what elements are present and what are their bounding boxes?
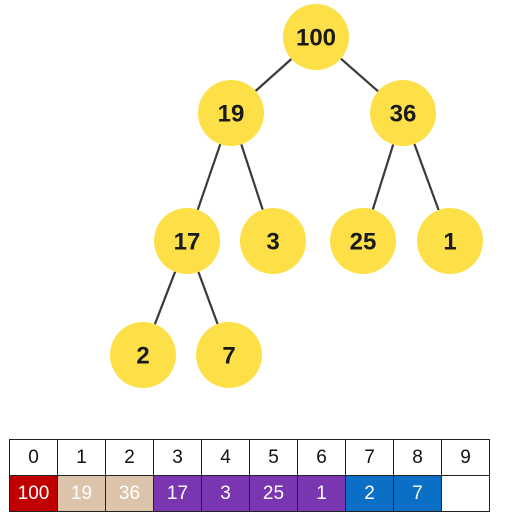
tree-edge-n0-n2 <box>340 57 379 93</box>
tree-node-label: 3 <box>266 229 279 256</box>
tree-node-label: 100 <box>296 25 336 52</box>
tree-node-circle <box>154 208 220 274</box>
array-value-cell: 100 <box>9 475 58 512</box>
array-index-cell: 9 <box>441 439 490 476</box>
array-index-cell: 6 <box>297 439 346 476</box>
tree-node-circle <box>198 80 264 146</box>
tree-node-circle <box>417 208 483 274</box>
array-index-cell: 2 <box>105 439 154 476</box>
tree-nodes: 100 19 36 17 3 25 1 2 7 <box>110 4 483 388</box>
tree-node-label: 2 <box>136 343 149 370</box>
tree-edge-n3-n8 <box>197 271 219 325</box>
array-value-cell: 25 <box>249 475 298 512</box>
array-value-cell: 36 <box>105 475 154 512</box>
tree-node: 3 <box>240 208 306 274</box>
array-index-cell: 3 <box>153 439 202 476</box>
tree-node: 7 <box>196 322 262 388</box>
array-value-cell: 19 <box>57 475 106 512</box>
tree-node: 25 <box>330 208 396 274</box>
tree-node-label: 36 <box>390 101 417 128</box>
tree-node-circle <box>110 322 176 388</box>
array-index-cell: 0 <box>9 439 58 476</box>
tree-node-label: 25 <box>350 229 377 256</box>
tree-node-label: 19 <box>218 101 245 128</box>
tree-node-circle <box>240 208 306 274</box>
tree-edge-n2-n6 <box>413 143 440 211</box>
tree-node: 19 <box>198 80 264 146</box>
tree-edge-n3-n7 <box>153 271 177 325</box>
tree-edge-n0-n1 <box>254 58 293 92</box>
tree-edge-n1-n4 <box>240 144 264 210</box>
array-value-cell: 3 <box>201 475 250 512</box>
tree-node-label: 7 <box>222 343 235 370</box>
tree-node-circle <box>283 4 349 70</box>
array-value-cell: 1 <box>297 475 346 512</box>
array-value-cell: 2 <box>345 475 394 512</box>
array-value-cell <box>441 475 490 512</box>
tree-node-circle <box>330 208 396 274</box>
tree-node: 2 <box>110 322 176 388</box>
array-value-cell: 17 <box>153 475 202 512</box>
array-index-cell: 8 <box>393 439 442 476</box>
tree-edge-n2-n5 <box>371 144 395 210</box>
tree-node-label: 17 <box>174 229 201 256</box>
tree-node: 100 <box>283 4 349 70</box>
array-index-cell: 1 <box>57 439 106 476</box>
tree-node-circle <box>196 322 262 388</box>
tree-node: 1 <box>417 208 483 274</box>
heap-tree: 100 19 36 17 3 25 1 2 7 <box>110 4 483 388</box>
tree-edges <box>153 57 440 325</box>
array-value-cell: 7 <box>393 475 442 512</box>
array-index-cell: 4 <box>201 439 250 476</box>
array-index-cell: 7 <box>345 439 394 476</box>
tree-node: 17 <box>154 208 220 274</box>
array-index-cell: 5 <box>249 439 298 476</box>
tree-node: 36 <box>370 80 436 146</box>
tree-edge-n1-n3 <box>196 143 222 211</box>
tree-node-label: 1 <box>443 229 456 256</box>
tree-node-circle <box>370 80 436 146</box>
